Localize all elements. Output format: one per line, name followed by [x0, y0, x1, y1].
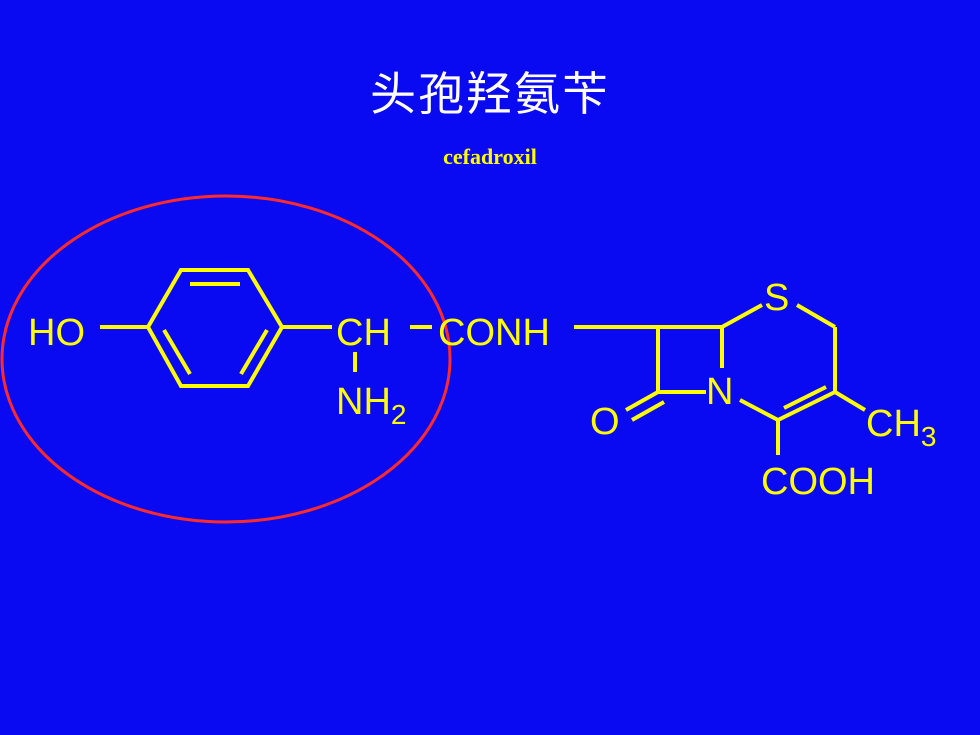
bond-c4-c3-double — [783, 385, 827, 410]
atom-conh: CONH — [438, 312, 550, 354]
atom-ch: CH — [336, 312, 391, 354]
side-chain-highlight-ellipse — [0, 194, 452, 524]
benzene-ring — [145, 268, 285, 388]
atom-ch3-subscript: 3 — [921, 421, 937, 452]
atom-o: O — [590, 401, 620, 443]
bond-c3-ch3 — [833, 390, 867, 412]
benzene-double-left — [162, 328, 192, 376]
atom-nh: NH — [336, 381, 391, 423]
carbonyl-bond-2 — [631, 400, 665, 422]
bond-s-ch2 — [795, 303, 837, 329]
bonds — [100, 268, 867, 455]
atom-s: S — [764, 277, 789, 319]
bond-c4-c3 — [777, 390, 836, 422]
atom-n: N — [706, 371, 733, 413]
atom-nh2-subscript: 2 — [391, 399, 407, 430]
atom-labels: HO CH CONH NH2 S N O CH3 COOH — [28, 277, 936, 503]
benzene-double-right — [239, 328, 269, 376]
slide-subtitle: cefadroxil — [443, 144, 537, 169]
atom-ch3: CH3 — [866, 403, 936, 452]
atom-ho: HO — [28, 312, 85, 354]
atom-cooh: COOH — [761, 461, 875, 503]
bond-c-s — [721, 303, 763, 329]
slide-title: 头孢羟氨苄 — [370, 67, 610, 121]
bond-n-c4 — [739, 398, 779, 422]
atom-nh2: NH2 — [336, 381, 406, 430]
atom-ch3-main: CH — [866, 403, 921, 445]
carbonyl-bond-1 — [625, 390, 659, 412]
